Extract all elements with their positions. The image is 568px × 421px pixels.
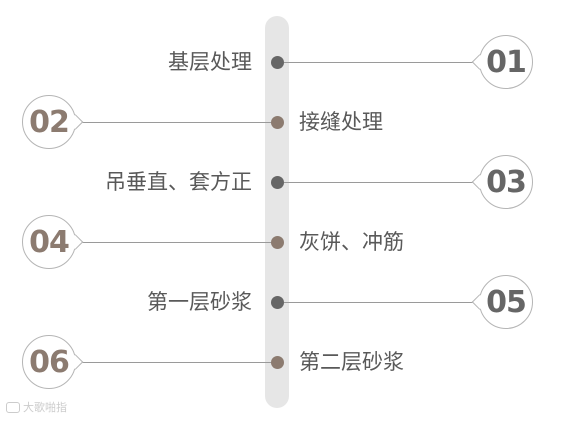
timeline-dot-03 [270,175,284,189]
step-badge-01: 01 [471,35,533,89]
badge-pointer [67,114,84,130]
watermark-text: 大歌啪指 [23,401,67,414]
step-label-02: 接缝处理 [299,110,383,134]
timeline-dot-02 [270,115,284,129]
step-number-04: 04 [29,224,70,260]
step-badge-06: 06 [22,335,84,389]
timeline-bar [265,16,289,408]
timeline-dot-01 [270,55,284,69]
step-label-05: 第一层砂浆 [147,290,252,314]
timeline-dot-06 [270,355,284,369]
connector-line-04 [76,242,277,243]
step-number-05: 05 [486,284,527,320]
watermark: 大歌啪指 [6,399,67,415]
connector-line-06 [76,362,277,363]
step-number-06: 06 [29,344,70,380]
connector-line-02 [76,122,277,123]
step-badge-03: 03 [471,155,533,209]
step-number-03: 03 [486,164,527,200]
step-badge-02: 02 [22,95,84,149]
step-label-04: 灰饼、冲筋 [299,230,404,254]
badge-pointer [471,174,488,190]
badge-pointer [67,354,84,370]
badge-pointer [67,234,84,250]
connector-line-05 [277,302,479,303]
step-label-01: 基层处理 [168,50,252,74]
step-badge-04: 04 [22,215,84,269]
step-label-03: 吊垂直、套方正 [105,170,252,194]
connector-line-01 [277,62,479,63]
badge-pointer [471,54,488,70]
timeline-dot-05 [270,295,284,309]
connector-line-03 [277,182,479,183]
step-label-06: 第二层砂浆 [299,350,404,374]
badge-pointer [471,294,488,310]
camera-icon [6,401,20,413]
step-number-02: 02 [29,104,70,140]
step-number-01: 01 [486,44,527,80]
step-badge-05: 05 [471,275,533,329]
timeline-dot-04 [270,235,284,249]
